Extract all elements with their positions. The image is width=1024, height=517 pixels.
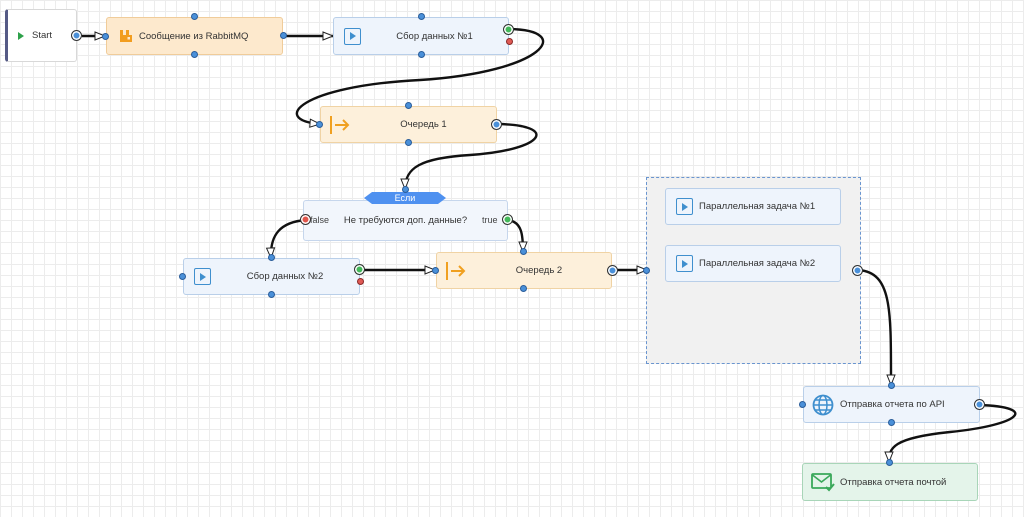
collect-data-1-label: Сбор данных №1	[396, 30, 473, 42]
queue-2-label: Очередь 2	[515, 265, 563, 276]
rabbitmq-output-port[interactable]	[280, 32, 287, 39]
condition-true-port[interactable]	[502, 214, 513, 225]
collect-data-2-bottom-port[interactable]	[268, 291, 275, 298]
enter-queue-icon	[330, 115, 350, 134]
rabbitmq-top-port[interactable]	[191, 13, 198, 20]
queue-1-top-port[interactable]	[405, 102, 412, 109]
parallel-task-2-node[interactable]: Параллельная задача №2	[665, 245, 841, 282]
api-report-node[interactable]: Отправка отчета по API	[803, 386, 980, 423]
wire-false-collect2	[271, 218, 307, 258]
collect-data-2-top-port[interactable]	[268, 254, 275, 261]
mail-report-node[interactable]: Отправка отчета почтой	[802, 463, 978, 501]
queue-1-output-port[interactable]	[491, 119, 502, 130]
queue-1-bottom-port[interactable]	[405, 139, 412, 146]
wire-true-queue2	[507, 218, 523, 252]
mail-report-input-port[interactable]	[886, 459, 893, 466]
rabbitmq-message-node[interactable]: Сообщение из RabbitMQ	[106, 17, 283, 55]
start-node[interactable]: Start	[5, 9, 77, 62]
api-report-input-port[interactable]	[799, 401, 806, 408]
rabbitmq-message-label: Сообщение из RabbitMQ	[139, 30, 249, 42]
api-report-top-port[interactable]	[888, 382, 895, 389]
parallel-container-input-port[interactable]	[643, 267, 650, 274]
queue-1-input-port[interactable]	[316, 121, 323, 128]
parallel-task-2-label: Параллельная задача №2	[699, 258, 816, 269]
enter-queue-icon	[446, 261, 466, 280]
wire-container-api	[858, 268, 891, 385]
collect-data-2-error-port[interactable]	[357, 278, 364, 285]
queue-2-bottom-port[interactable]	[520, 285, 527, 292]
queue-2-node[interactable]: Очередь 2	[436, 252, 612, 289]
start-output-port[interactable]	[71, 30, 82, 41]
globe-icon	[812, 394, 834, 415]
collect-data-1-top-port[interactable]	[418, 13, 425, 20]
api-report-bottom-port[interactable]	[888, 419, 895, 426]
mail-check-icon	[811, 473, 835, 492]
condition-input-port[interactable]	[402, 186, 409, 193]
condition-true-label: true	[482, 215, 498, 225]
collect-data-2-node[interactable]: Сбор данных №2	[183, 258, 360, 295]
collect-data-2-success-port[interactable]	[354, 264, 365, 275]
collect-data-2-input-port[interactable]	[179, 273, 186, 280]
play-square-icon	[194, 268, 211, 285]
rabbitmq-bottom-port[interactable]	[191, 51, 198, 58]
play-icon	[18, 31, 24, 40]
condition-node[interactable]: Не требуются доп. данные?	[303, 200, 508, 241]
rabbitmq-input-port[interactable]	[102, 33, 109, 40]
collect-data-1-success-port[interactable]	[503, 24, 514, 35]
queue-2-top-port[interactable]	[520, 248, 527, 255]
play-square-icon	[676, 255, 693, 272]
parallel-container-output-port[interactable]	[852, 265, 863, 276]
queue-2-output-port[interactable]	[607, 265, 618, 276]
condition-false-label: false	[310, 215, 330, 225]
collect-data-1-bottom-port[interactable]	[418, 51, 425, 58]
api-report-output-port[interactable]	[974, 399, 985, 410]
play-square-icon	[344, 27, 361, 45]
queue-2-input-port[interactable]	[432, 267, 439, 274]
api-report-label: Отправка отчета по API	[840, 399, 945, 410]
collect-data-2-label: Сбор данных №2	[246, 271, 324, 282]
mail-report-label: Отправка отчета почтой	[840, 476, 947, 488]
play-square-icon	[676, 198, 693, 215]
collect-data-1-error-port[interactable]	[506, 38, 513, 45]
queue-1-node[interactable]: Очередь 1	[320, 106, 497, 143]
parallel-task-1-label: Параллельная задача №1	[699, 201, 816, 212]
condition-tag: Если	[364, 192, 446, 204]
collect-data-1-node[interactable]: Сбор данных №1	[333, 17, 509, 55]
start-label: Start	[32, 30, 53, 41]
rabbitmq-icon	[120, 30, 132, 42]
condition-label: Не требуются доп. данные?	[343, 215, 468, 226]
parallel-task-1-node[interactable]: Параллельная задача №1	[665, 188, 841, 225]
queue-1-label: Очередь 1	[400, 119, 447, 130]
